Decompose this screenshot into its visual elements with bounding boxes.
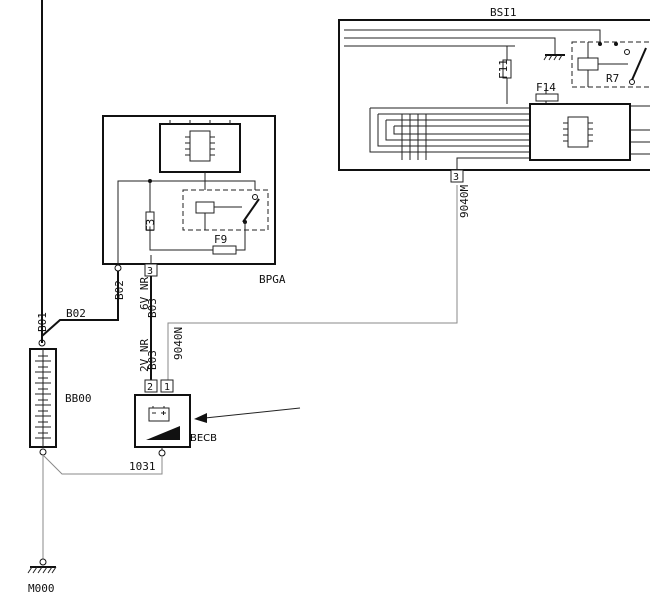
bsi-fuse-f11: [502, 59, 512, 79]
bpga-ecu-chip: [189, 130, 211, 162]
ground-symbol-icon: [27, 566, 57, 574]
wire-2v-label: 2V NR: [138, 339, 151, 372]
bsi-connector: [450, 169, 464, 183]
bpga-f9-label: F9: [214, 233, 227, 246]
bsi-connector-label: 3: [453, 172, 459, 183]
battery-name-label: BB00: [65, 392, 92, 405]
wire-b01-label: B01: [36, 312, 49, 332]
ground-name-label: M000: [28, 582, 55, 595]
battery-minus-junction: [39, 448, 47, 456]
bpga-relay-box: [182, 189, 269, 231]
wire-1031: [42, 454, 163, 475]
becb-name-label: BECB: [190, 433, 217, 444]
bsi-r7-label: R7: [606, 72, 619, 85]
bpga-connector-label: 3: [147, 266, 153, 277]
bsi-fuse-f14: [535, 93, 559, 102]
becb-pin-2: [144, 379, 158, 393]
bsi-name-label: BSI1: [490, 6, 517, 19]
bpga-b02-terminal: [114, 264, 122, 272]
becb-pointer-arrow: [204, 407, 301, 419]
bpga-fuse-f9: [212, 245, 237, 255]
becb-pin-1: [160, 379, 174, 393]
bsi-internal-bus: [344, 29, 601, 170]
bpga-ecu-block: [159, 123, 241, 173]
bpga-relay-coil: [195, 201, 215, 214]
wire-b02-horizontal-label: B02: [66, 307, 86, 320]
wire-9040m-label: 9040M: [458, 185, 471, 218]
bsi-relay-box: [571, 41, 650, 88]
wire-b02: [41, 270, 119, 343]
bsi-f11-label: F11: [497, 59, 510, 79]
becb-bottom-terminal: [158, 449, 166, 457]
bsi-ecu-chip: [567, 116, 589, 148]
wire-6v-label: 6V NR: [138, 277, 151, 310]
wire-b03-upper-label: B03: [146, 298, 159, 318]
becb-pin-1-label: 1: [164, 382, 170, 393]
wire-1031-label: 1031: [129, 460, 156, 473]
bsi-ground-icon: [543, 44, 565, 61]
bsi-relay-contact: [631, 47, 647, 81]
bpga-f3-label: F3: [144, 219, 157, 232]
becb-pin-2-label: 2: [147, 382, 153, 393]
wire-b02-vertical-label: B02: [113, 280, 126, 300]
bpga-relay-contact: [242, 198, 260, 223]
becb-gauge-icon: [146, 426, 180, 440]
bsi-f14-label: F14: [536, 81, 556, 94]
wire-9040n: [167, 185, 458, 380]
battery-cells-icon: [35, 349, 51, 447]
bsi-relay-coil: [577, 57, 599, 71]
bpga-name-label: BPGA: [259, 273, 286, 286]
wire-b03-lower-label: B03: [146, 350, 159, 370]
becb-battery-icon: [148, 407, 170, 422]
wire-9040n-label: 9040N: [172, 327, 185, 360]
